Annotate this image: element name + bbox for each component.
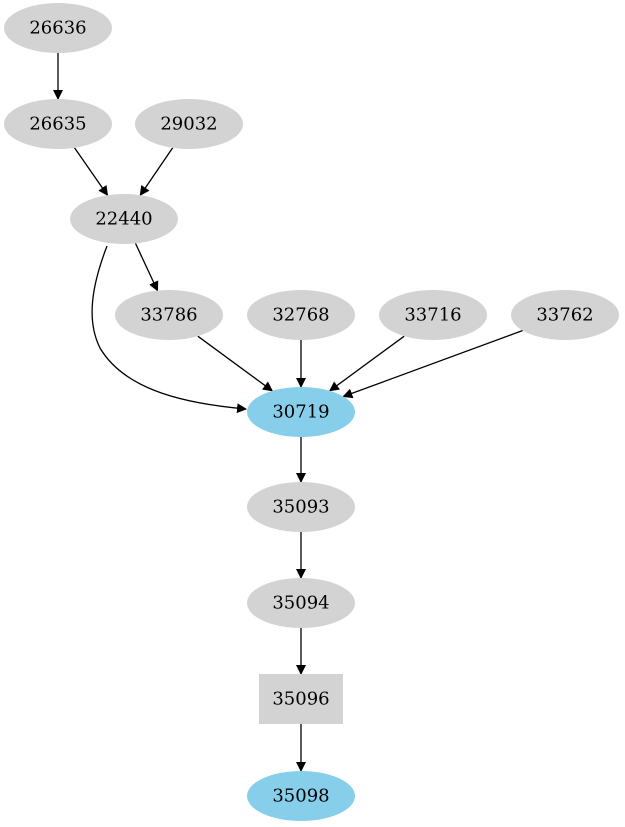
node-label-35098: 35098 [272,786,329,807]
node-label-26635: 26635 [29,114,86,135]
node-label-30719: 30719 [272,402,329,423]
node-shape-22440 [70,194,178,244]
node-label-35093: 35093 [272,497,329,518]
node-label-33786: 33786 [140,305,197,326]
node-33786: 33786 [115,290,223,340]
edge-33762-to-30719 [342,329,523,399]
node-shape-33786 [115,290,223,340]
node-label-33762: 33762 [536,305,593,326]
node-35098: 35098 [247,771,355,821]
edge-33716-to-30719 [328,335,405,392]
node-label-22440: 22440 [95,209,152,230]
edge-29032-to-22440 [139,147,174,197]
node-26636: 26636 [4,3,112,53]
edges-layer [53,53,523,772]
node-32768: 32768 [247,290,355,340]
node-label-29032: 29032 [160,114,217,135]
node-label-33716: 33716 [404,305,461,326]
node-shape-26635 [4,99,112,149]
node-26635: 26635 [4,99,112,149]
node-33716: 33716 [379,290,487,340]
edge-26635-to-22440 [73,147,109,197]
node-29032: 29032 [135,99,243,149]
node-30719: 30719 [247,387,355,437]
node-shape-33762 [511,290,619,340]
node-shape-29032 [135,99,243,149]
node-shape-35096 [259,674,343,724]
node-shape-35098 [247,771,355,821]
node-shape-33716 [379,290,487,340]
nodes-layer: 26636 26635 29032 22440 33786 32768 33716 33762… [4,3,619,821]
node-shape-35094 [247,578,355,628]
node-35093: 35093 [247,482,355,532]
node-label-32768: 32768 [272,305,329,326]
node-33762: 33762 [511,290,619,340]
edge-22440-to-33786 [134,243,159,292]
node-shape-35093 [247,482,355,532]
node-shape-30719 [247,387,355,437]
node-shape-26636 [4,3,112,53]
edge-22440-to-30719 [91,245,247,414]
node-shape-32768 [247,290,355,340]
edge-33786-to-30719 [197,335,274,392]
node-35096: 35096 [259,674,343,724]
node-label-26636: 26636 [29,18,86,39]
node-label-35096: 35096 [272,689,329,710]
node-label-35094: 35094 [272,593,329,614]
node-22440: 22440 [70,194,178,244]
node-35094: 35094 [247,578,355,628]
